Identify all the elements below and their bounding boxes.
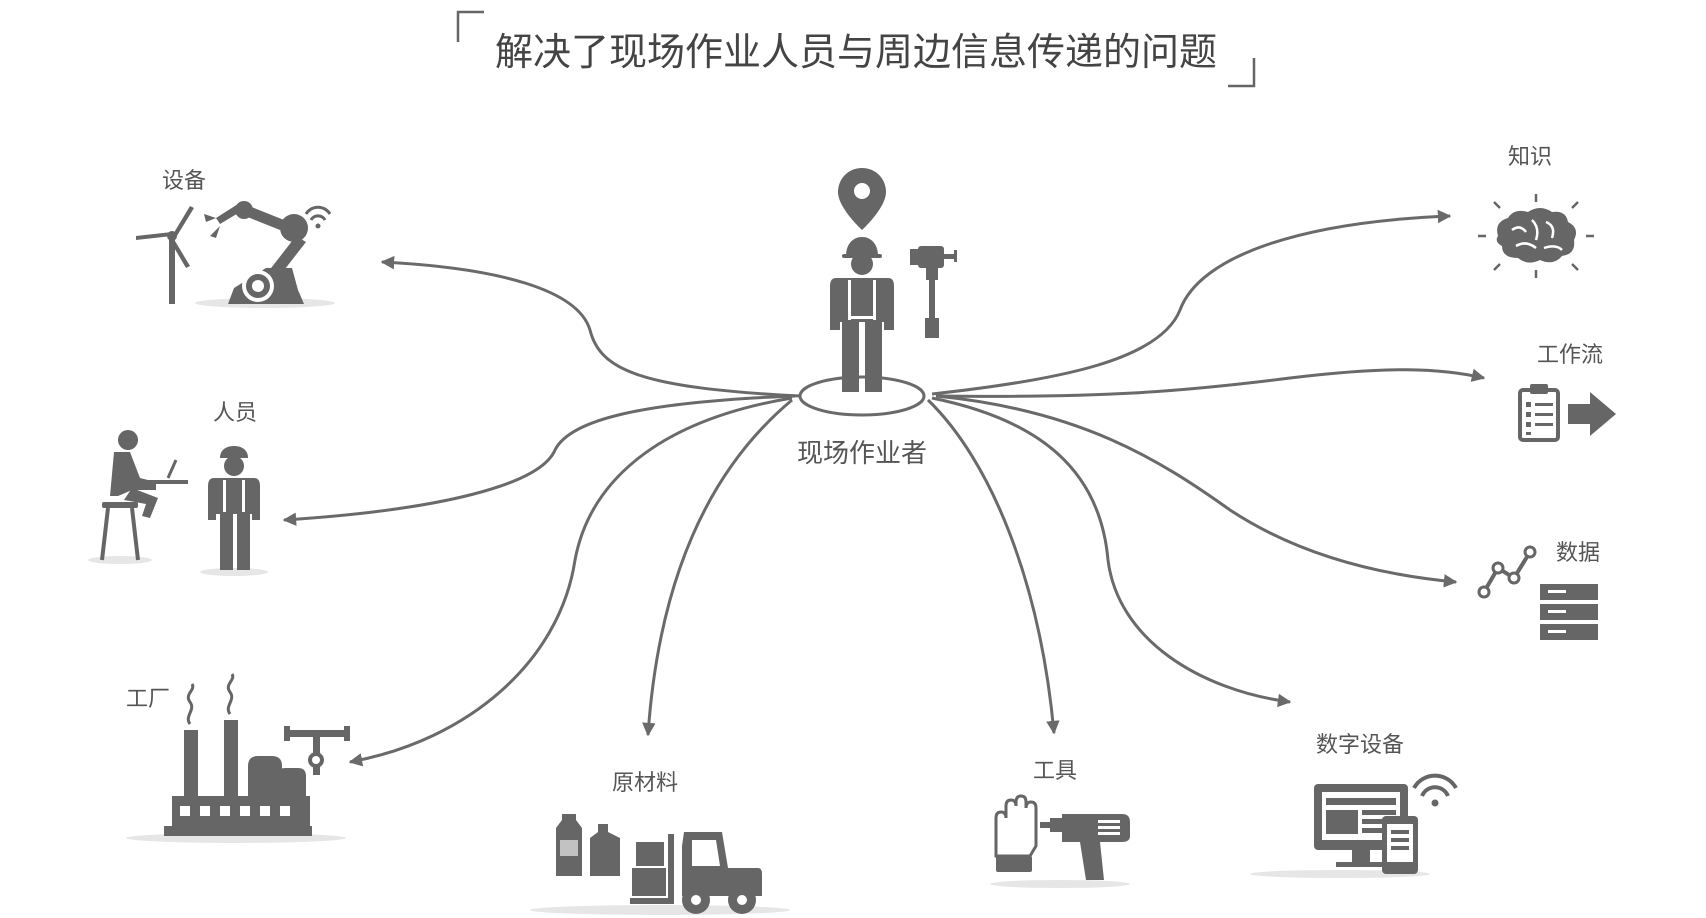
people-icon xyxy=(88,430,268,576)
forklift-barrels-icon xyxy=(530,814,790,915)
computer-phone-wifi-icon xyxy=(1250,773,1458,878)
connector-digital-devices xyxy=(931,396,1292,708)
node-label-tools: 工具 xyxy=(1033,759,1077,784)
connector-workflow xyxy=(935,368,1486,398)
connectors xyxy=(282,209,1486,767)
connector-knowledge xyxy=(931,209,1452,396)
title: 解决了现场作业人员与周边信息传递的问题 xyxy=(495,30,1217,74)
node-label-factory: 工厂 xyxy=(126,687,170,712)
clipboard-arrow-icon xyxy=(1518,384,1616,442)
node-label-data: 数据 xyxy=(1556,541,1600,566)
center-label: 现场作业者 xyxy=(797,439,927,469)
connector-factory xyxy=(348,396,793,767)
node-label-equipment: 设备 xyxy=(162,169,206,194)
field-worker-icon xyxy=(830,168,957,392)
node-label-raw-materials: 原材料 xyxy=(612,771,678,796)
title-bracket-left xyxy=(456,10,484,42)
center-ellipse xyxy=(798,375,926,417)
connector-raw-materials xyxy=(642,398,793,737)
node-label-workflow: 工作流 xyxy=(1537,343,1603,368)
factory-icon xyxy=(126,673,350,843)
connector-tools xyxy=(926,398,1060,735)
connector-equipment xyxy=(380,255,801,398)
connector-data xyxy=(935,394,1458,588)
glove-drill-icon xyxy=(990,794,1130,888)
node-label-digital-devices: 数字设备 xyxy=(1316,733,1404,758)
node-label-knowledge: 知识 xyxy=(1508,145,1552,170)
node-label-personnel: 人员 xyxy=(213,401,257,426)
robot-arm-turbine-icon xyxy=(136,201,335,308)
chart-server-icon xyxy=(1477,545,1598,640)
title-bracket-right xyxy=(1228,58,1256,88)
connector-personnel xyxy=(282,394,796,526)
brain-icon xyxy=(1478,194,1594,278)
